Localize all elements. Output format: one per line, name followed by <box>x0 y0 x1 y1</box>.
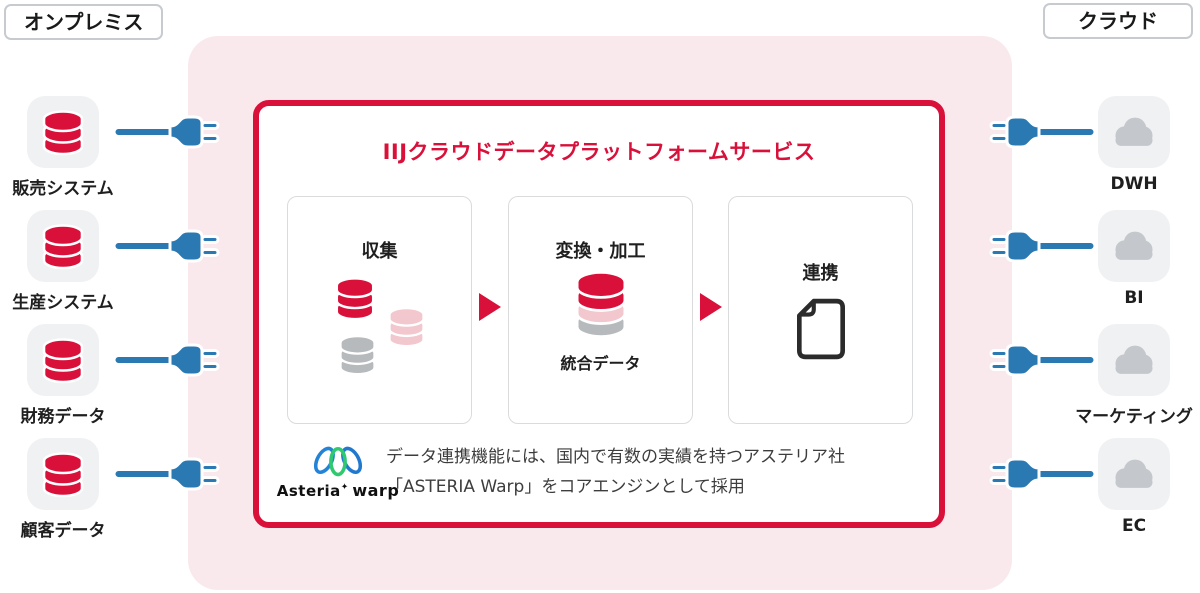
asteria-warp-logo: Asteria✦warp <box>277 443 399 500</box>
onpremise-node-production: 生産システム <box>12 210 114 313</box>
step-label: 変換・加工 <box>555 241 646 262</box>
cloud-zone-label: クラウド <box>1043 3 1193 39</box>
node-label: 販売システム <box>12 179 114 199</box>
footnote: データ連携機能には、国内で有数の実績を持つアステリア社 「ASTERIA War… <box>386 442 845 502</box>
node-label: 顧客データ <box>20 521 106 541</box>
node-label: EC <box>1121 516 1147 536</box>
plug-icon <box>112 110 224 154</box>
node-label: DWH <box>1110 174 1158 194</box>
cloud-node-bi: BI <box>1098 210 1170 308</box>
step-label: 連携 <box>802 263 839 284</box>
step-link: 連携 <box>728 196 913 424</box>
plug-icon <box>985 224 1097 268</box>
plug-icon <box>112 452 224 496</box>
arrow-right-icon <box>700 293 722 321</box>
cloud-icon <box>1098 210 1170 282</box>
cloud-node-ec: EC <box>1098 438 1170 536</box>
cloud-icon <box>1098 96 1170 168</box>
document-icon <box>796 298 845 360</box>
logo-brand: Asteria <box>276 482 341 500</box>
plug-icon <box>985 110 1097 154</box>
cloud-icon <box>1098 438 1170 510</box>
node-label: 財務データ <box>20 407 106 427</box>
step-transform: 変換・加工 統合データ <box>508 196 693 424</box>
onpremise-node-finance: 財務データ <box>21 324 106 427</box>
asteria-warp-mark-icon <box>313 446 363 477</box>
onpremise-node-sales: 販売システム <box>12 96 114 199</box>
database-icon <box>27 324 99 396</box>
plug-icon <box>985 338 1097 382</box>
node-label: 生産システム <box>12 293 114 313</box>
service-box: IIJクラウドデータプラットフォームサービス 収集 変換・加工 <box>253 100 945 528</box>
service-title: IIJクラウドデータプラットフォームサービス <box>382 140 816 164</box>
stacked-database-icon <box>575 270 626 339</box>
plug-icon <box>985 452 1097 496</box>
node-label: マーケティング <box>1075 407 1193 427</box>
database-icon <box>27 96 99 168</box>
step-label: 収集 <box>361 241 398 262</box>
node-label: BI <box>1124 288 1144 308</box>
plug-icon <box>112 338 224 382</box>
footnote-line2: 「ASTERIA Warp」をコアエンジンとして採用 <box>386 477 745 497</box>
logo-product: warp <box>352 481 400 500</box>
onpremise-node-customer: 顧客データ <box>21 438 106 541</box>
step-sublabel: 統合データ <box>560 354 641 373</box>
onpremise-zone-label: オンプレミス <box>4 4 164 40</box>
footnote-line1: データ連携機能には、国内で有数の実績を持つアステリア社 <box>386 447 845 467</box>
arrow-right-icon <box>479 293 501 321</box>
plug-icon <box>112 224 224 268</box>
asteria-warp-wordmark: Asteria✦warp <box>277 481 400 500</box>
database-cluster-icon <box>324 273 436 381</box>
step-collect: 収集 <box>287 196 472 424</box>
database-icon <box>27 210 99 282</box>
cloud-node-marketing: マーケティング <box>1075 324 1193 427</box>
star-icon: ✦ <box>340 482 349 493</box>
database-icon <box>27 438 99 510</box>
cloud-node-dwh: DWH <box>1098 96 1170 194</box>
cloud-icon <box>1098 324 1170 396</box>
